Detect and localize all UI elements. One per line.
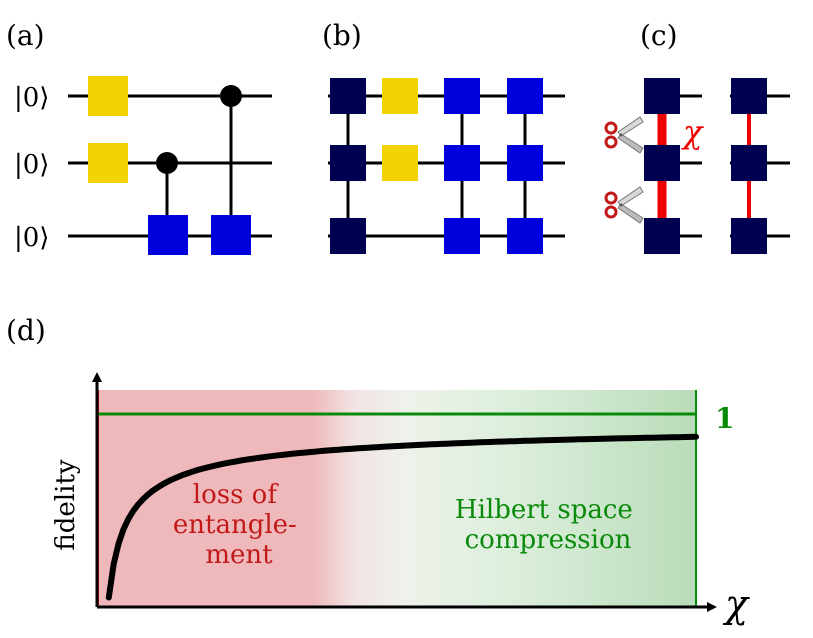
scissors-icon <box>604 116 644 154</box>
panel-label-c: (c) <box>640 19 678 52</box>
region-label-line: entangle- <box>173 510 297 540</box>
single-qubit-gate <box>382 78 418 114</box>
fidelity-curve <box>105 433 699 601</box>
mpo-tensor <box>444 78 480 114</box>
two-qubit-gate <box>211 215 251 255</box>
region-label-left: loss of entangle- ment <box>173 480 305 570</box>
mpo-tensor <box>507 145 543 181</box>
mps-tensor <box>644 78 680 114</box>
mps-tensor <box>731 78 767 114</box>
ket-label: |0⟩ <box>14 83 49 113</box>
two-qubit-gate <box>148 215 188 255</box>
mps-tensor <box>731 145 767 181</box>
panel-label-d: (d) <box>6 314 46 347</box>
x-axis-label: χ <box>722 582 750 626</box>
region-label-line: loss of <box>193 480 280 510</box>
mpo-tensor <box>507 78 543 114</box>
single-qubit-gate <box>88 143 128 183</box>
region-label-right: Hilbert space compression <box>455 495 641 555</box>
asymptote-label: 1 <box>715 402 734 435</box>
plot-background <box>97 390 696 607</box>
scissors-icon <box>604 186 644 224</box>
region-label-line: Hilbert space <box>455 495 633 525</box>
mpo-tensor <box>444 218 480 254</box>
mpo-tensor <box>507 218 543 254</box>
single-qubit-gate <box>382 145 418 181</box>
mps-tensor <box>330 145 366 181</box>
mps-tensor <box>644 145 680 181</box>
region-label-line: compression <box>465 525 632 555</box>
panel-b: (b) <box>322 19 565 254</box>
panel-a: (a) |0⟩ |0⟩ |0⟩ <box>6 19 272 255</box>
control-dot <box>156 152 178 174</box>
y-axis-label: fidelity <box>51 459 81 550</box>
mpo-tensor <box>444 145 480 181</box>
panel-d: (d) 1 fidelity χ loss of entangle- ment … <box>6 314 750 626</box>
mps-tensor <box>330 218 366 254</box>
mps-tensor <box>731 218 767 254</box>
bond-dimension-label: χ <box>681 113 704 151</box>
mps-tensor <box>644 218 680 254</box>
single-qubit-gate <box>88 76 128 116</box>
control-dot <box>220 85 242 107</box>
panel-label-b: (b) <box>322 19 362 52</box>
mps-tensor <box>330 78 366 114</box>
panel-c: (c) χ <box>604 19 790 254</box>
ket-label: |0⟩ <box>14 150 49 180</box>
panel-label-a: (a) <box>6 19 45 52</box>
region-label-line: ment <box>205 540 273 570</box>
ket-label: |0⟩ <box>14 223 49 253</box>
